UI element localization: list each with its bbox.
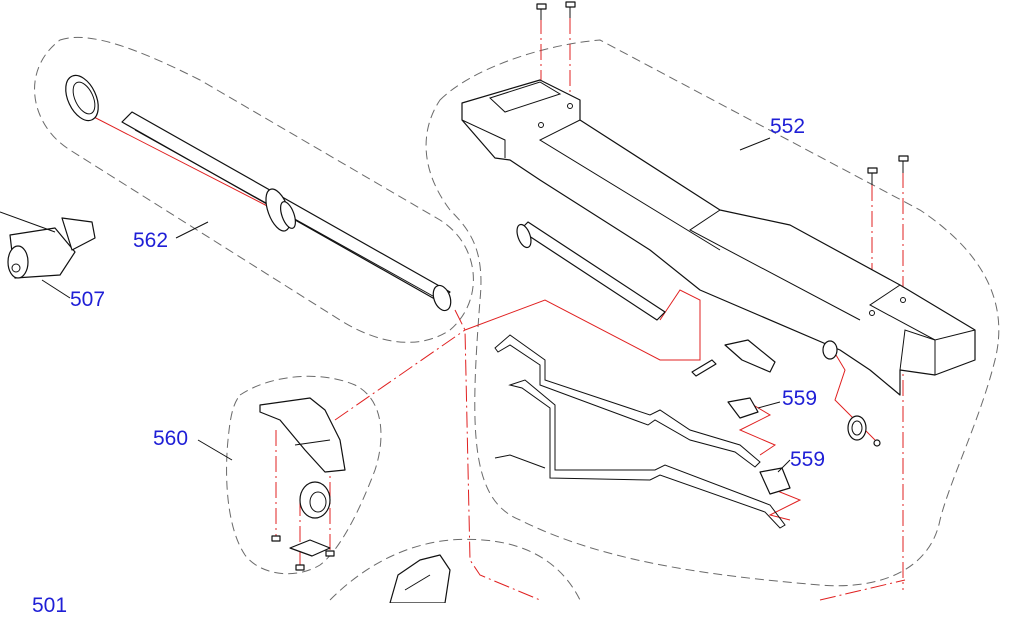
part-559-sensor-a: [727, 397, 759, 419]
centerline-552-mid: [464, 289, 701, 361]
roller-sleeve: [65, 74, 99, 122]
leader-560: [197, 439, 233, 461]
leader-559b: [777, 459, 791, 473]
centerline-shaft-down: [454, 309, 541, 601]
callout-507: 507: [70, 288, 106, 311]
group-outline-562: [34, 36, 474, 343]
part-559-sensor-b: [759, 467, 791, 495]
leader-lines: [41, 137, 791, 473]
exploded-parts-diagram: [0, 1, 1000, 603]
callout-559-upper: 559: [782, 387, 818, 410]
leader-562: [175, 221, 209, 239]
part-501-partial: [389, 554, 451, 603]
assembly-centerlines: [89, 18, 906, 601]
leader-552: [739, 137, 771, 151]
screw-4: [898, 155, 909, 173]
callout-562: 562: [133, 229, 169, 252]
centerline-559-b: [768, 489, 802, 521]
centerline-roller: [89, 114, 276, 211]
group-outlines: [34, 36, 1000, 601]
group-outline-560: [226, 375, 382, 575]
cable-harness: [494, 334, 786, 529]
callout-501-partial: 501: [32, 594, 68, 617]
screw-1: [536, 3, 547, 20]
feed-roller-552: [516, 221, 666, 321]
part-560-bracket-assembly: [259, 397, 346, 571]
part-562-shaft-assembly: [65, 74, 452, 312]
callout-559-lower: 559: [790, 448, 826, 471]
centerline-bottom: [819, 579, 906, 601]
screw-2: [565, 1, 576, 18]
part-507-motor: [0, 211, 96, 279]
centerline-559-a: [738, 399, 777, 456]
callout-552: 552: [770, 115, 806, 138]
callout-560: 560: [153, 427, 189, 450]
part-552-frame: [461, 79, 976, 396]
group-outline-501: [329, 538, 581, 601]
leader-559a: [757, 401, 781, 409]
group-outline-552: [425, 39, 1000, 587]
leader-507: [41, 279, 71, 299]
screw-3: [867, 167, 878, 185]
screws: [536, 1, 909, 185]
centerline-560-link: [334, 329, 466, 421]
part-sensor-holder: [691, 339, 776, 377]
part-gear-pulley: [847, 415, 881, 447]
